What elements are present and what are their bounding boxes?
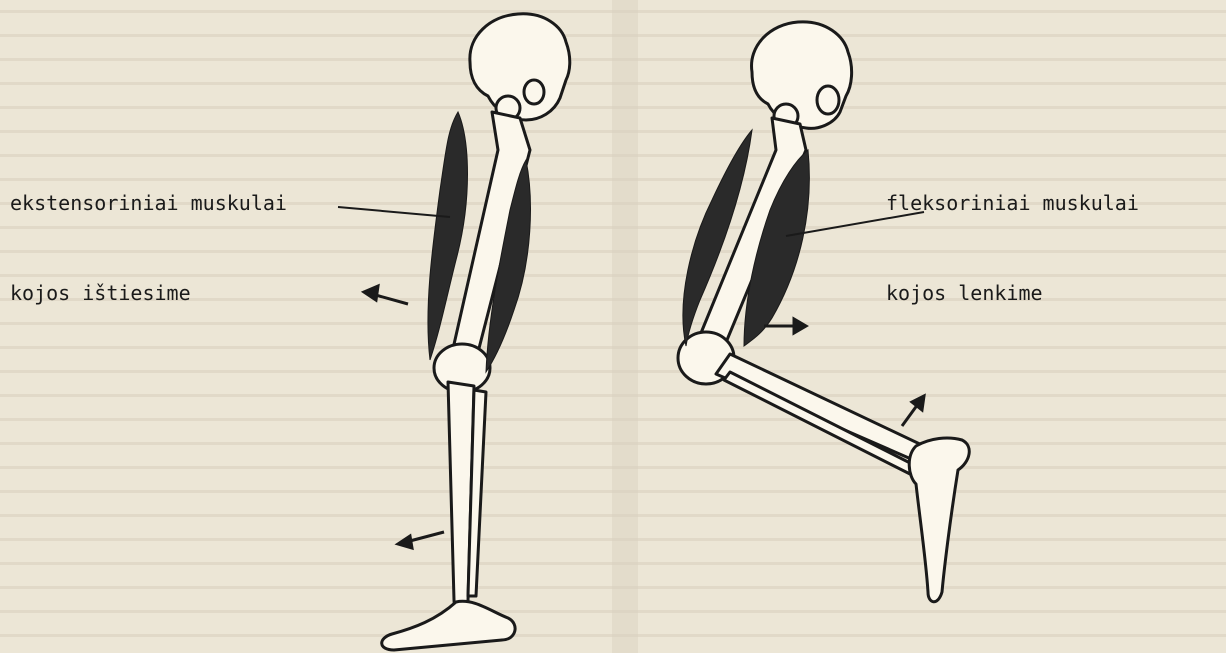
flexor-label-line1: fleksoriniai muskulai	[886, 188, 1139, 218]
page-fold-shadow	[612, 0, 638, 653]
flexor-muscles-label: fleksoriniai muskulai kojos lenkime	[886, 128, 1139, 338]
hip-ring	[524, 80, 544, 104]
extensor-label-line1: ekstensoriniai muskulai	[10, 188, 287, 218]
extensor-label-line2: kojos ištiesime	[10, 278, 287, 308]
hip-ring	[817, 86, 839, 114]
extensor-muscles-label: ekstensoriniai muskulai kojos ištiesime	[10, 128, 287, 338]
flexor-label-line2: kojos lenkime	[886, 278, 1139, 308]
